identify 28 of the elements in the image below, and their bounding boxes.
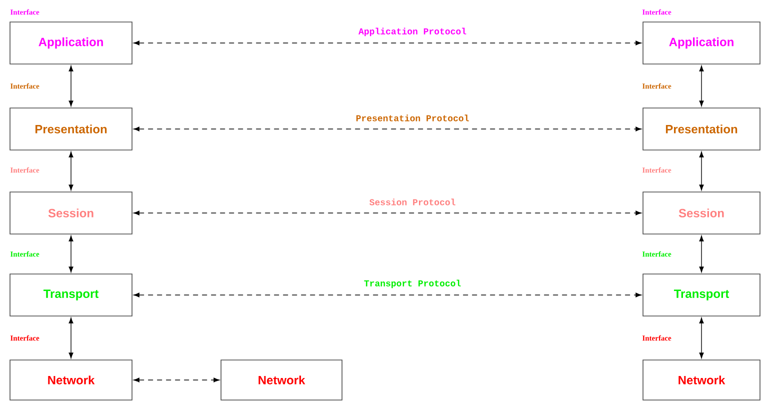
layer-box: Network [220,360,342,400]
arrow [134,378,220,382]
arrow [68,318,74,358]
layer-box: Transport [642,274,760,316]
arrow [68,236,74,272]
arrow [134,292,642,298]
arrow [699,236,704,272]
arrow [699,318,704,358]
layer-box: Transport [10,274,132,316]
arrow [699,152,704,190]
protocol-label: Transport Protocol [364,280,461,288]
protocol-label: Session Protocol [369,198,456,206]
layer-box: Session [642,192,760,234]
protocol-label: Presentation Protocol [356,114,469,122]
layer-box: Presentation [10,108,132,150]
layer-box: Presentation [642,108,760,150]
layer-box: Session [10,192,132,234]
layer-box: Network [642,360,760,400]
arrow [68,152,74,190]
arrow [68,66,74,106]
layer-box: Application [642,22,760,64]
layer-box: Application [10,22,132,64]
layer-box: Network [10,360,132,400]
arrow [134,210,642,216]
arrow [699,66,704,106]
protocol-label: Application Protocol [358,28,466,36]
arrow [134,40,642,46]
arrow [134,126,642,132]
